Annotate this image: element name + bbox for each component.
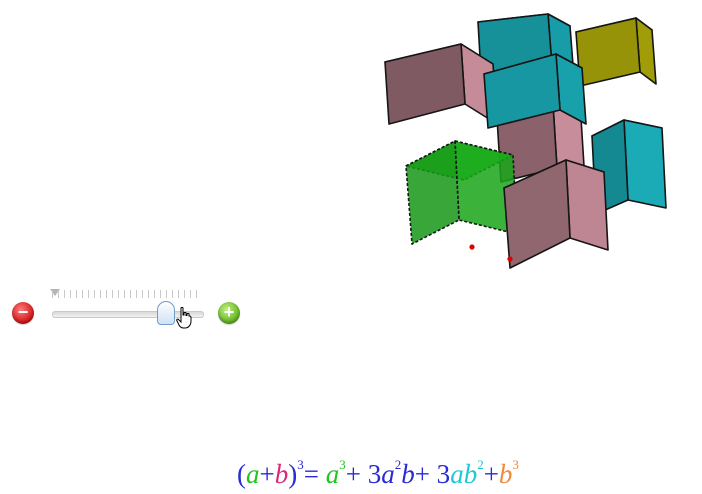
minus-circle-icon: − (17, 302, 29, 322)
binomial-cube-formula: (a+ b)3= a3+ 3 a2b+ 3 ab2+ b3 (237, 445, 519, 489)
formula-term1-base: a (325, 459, 340, 489)
formula-close-paren: ) (288, 459, 298, 489)
cyan-cube-top-front-face (483, 53, 561, 129)
formula-b: b (274, 459, 289, 489)
slider-ticks (52, 290, 202, 298)
formula-term1-exponent: 3 (339, 457, 346, 472)
yellow-cube-front-face (575, 17, 641, 87)
control-point-1[interactable] (469, 244, 475, 250)
formula-equals: = (303, 459, 319, 489)
pink-cube-front-front-face (503, 159, 571, 269)
slider-thumb[interactable] (157, 301, 175, 325)
formula-term3-ab: ab (450, 459, 478, 489)
increase-button[interactable]: + (218, 302, 240, 324)
green-cube-side-face (454, 140, 518, 235)
formula-a: a (246, 459, 260, 489)
formula-term3-exponent: 2 (477, 457, 484, 472)
green-cube-front-face (405, 140, 460, 245)
slider-track[interactable] (52, 311, 204, 318)
formula-plus-1: + (259, 459, 275, 489)
formula-plus-4: + (483, 459, 499, 489)
formula-open-paren: ( (237, 459, 246, 489)
formula-plus-2: + 3 (345, 459, 382, 489)
formula-term4-base: b (498, 459, 513, 489)
formula-term2-a: a (381, 459, 395, 489)
hand-pointer-icon (176, 307, 192, 329)
formula-plus-3: + 3 (414, 459, 451, 489)
cube-scene (384, 13, 667, 269)
formula-term2-exponent: 2 (394, 457, 402, 472)
formula-term4-exponent: 3 (512, 457, 519, 472)
control-point-2[interactable] (507, 256, 513, 262)
pink-block-left-front-face (384, 43, 466, 125)
plus-circle-icon: + (223, 302, 235, 322)
cyan-block-right-side-face (623, 119, 667, 209)
pink-cube-front-side-face (565, 159, 609, 251)
decrease-button[interactable]: − (12, 302, 34, 324)
slider-control: − + (10, 286, 250, 336)
formula-lhs-exponent: 3 (297, 457, 304, 472)
formula-term2-b: b (401, 459, 415, 489)
